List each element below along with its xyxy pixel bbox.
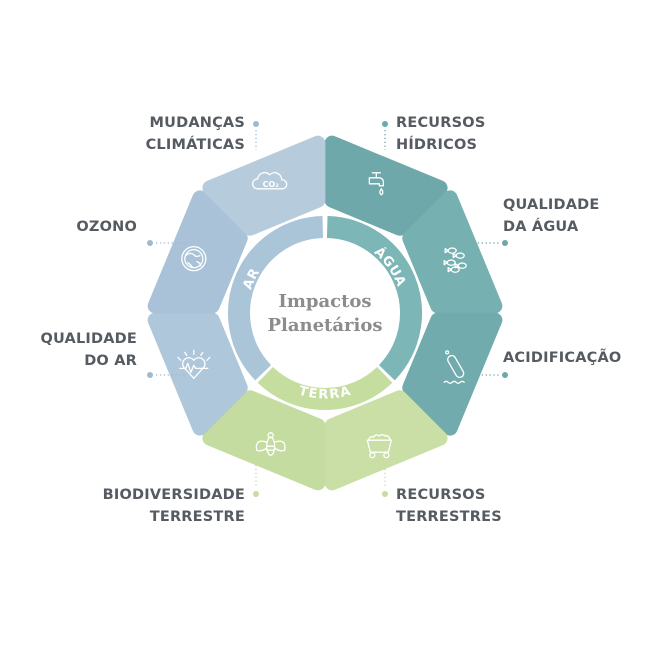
impact-label-line: DA ÁGUA: [503, 219, 579, 235]
impact-label-line: QUALIDADE: [40, 331, 137, 347]
ring-label-text: TERRA: [297, 384, 352, 403]
leader-dot: [382, 491, 388, 497]
ring-segment-0: [228, 216, 324, 381]
impact-label-line: TERRESTRES: [396, 509, 502, 525]
fish-icon: [443, 247, 467, 273]
impact-label-line: RECURSOS: [396, 115, 486, 131]
petal-co2-cloud: [202, 135, 326, 236]
center-title-line-1: Impactos: [278, 291, 371, 312]
impact-label: ACIDIFICAÇÃO: [503, 347, 621, 369]
petal-faucet: [324, 135, 448, 236]
impact-label: MUDANÇAS CLIMÁTICAS: [146, 112, 245, 156]
center-title-line-2: Planetários: [267, 315, 382, 336]
impact-label-line: DO AR: [84, 353, 137, 369]
ring-label-2: TERRA: [297, 384, 353, 403]
petal-globe: [147, 190, 248, 314]
leader-dot: [147, 240, 153, 246]
impact-label: OZONO: [76, 216, 137, 238]
leader-dot: [253, 491, 259, 497]
leader-dot: [382, 121, 388, 127]
impact-label: BIODIVERSIDADE TERRESTRE: [103, 484, 245, 528]
test-tube-icon: [443, 350, 465, 384]
impact-label: RECURSOS HÍDRICOS: [396, 112, 485, 156]
impact-label-line: RECURSOS: [396, 487, 486, 503]
impact-label-line: HÍDRICOS: [396, 137, 478, 153]
ring-segment-2: [257, 366, 393, 410]
impact-label-line: QUALIDADE: [503, 197, 600, 213]
petal-bee: [202, 390, 326, 491]
impact-label-line: MUDANÇAS: [149, 115, 245, 131]
ring-segment-1: [326, 216, 422, 381]
leader-dot: [253, 121, 259, 127]
leader-dot: [502, 240, 508, 246]
heart-pulse-icon: [177, 349, 211, 379]
leader-dot: [147, 372, 153, 378]
impact-label-line: CLIMÁTICAS: [145, 137, 245, 153]
impact-label-line: ACIDIFICAÇÃO: [503, 350, 622, 366]
co2-cloud-icon: CO₂: [252, 172, 288, 190]
impact-label-line: OZONO: [76, 219, 137, 235]
petal-test-tube: [402, 312, 503, 436]
mining-cart-icon: [366, 434, 392, 459]
faucet-icon: [368, 172, 384, 196]
impact-label-line: BIODIVERSIDADE: [102, 487, 245, 503]
petal-fish: [402, 190, 503, 314]
impact-label: QUALIDADE DA ÁGUA: [503, 194, 600, 238]
co2-text: CO₂: [263, 180, 280, 189]
impact-label: QUALIDADE DO AR: [40, 328, 137, 372]
impact-label: RECURSOS TERRESTRES: [396, 484, 502, 528]
leader-dot: [502, 372, 508, 378]
globe-icon: [181, 246, 207, 272]
impact-label-line: TERRESTRE: [149, 509, 245, 525]
bee-icon: [255, 432, 286, 456]
